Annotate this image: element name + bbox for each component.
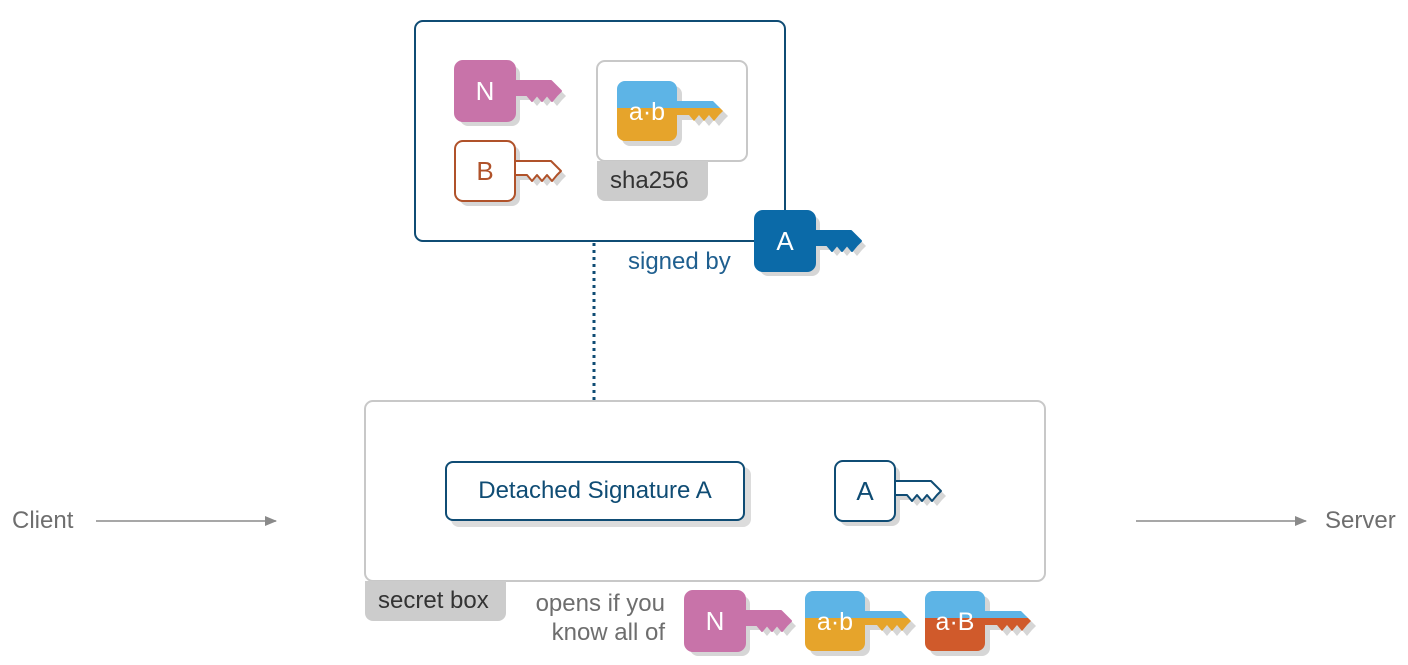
key-a-public-icon-head [834,460,896,522]
key-n-required-icon-head [684,590,746,652]
opens-text-line1: opens if you [535,590,665,617]
opens-text-line2: know all of [551,619,665,646]
sha256-tag: sha256 [597,161,708,201]
key-ab-required-icon-label: a·b [817,608,853,636]
key-n-icon-head [454,60,516,122]
server-label: Server [1325,507,1396,534]
opens-text: opens if you know all of [505,589,665,647]
key-a-public-icon-shaft [892,480,942,502]
key-b-icon: B [454,140,566,206]
key-aB-required-icon-label: a·B [936,608,975,636]
signed-by-label: signed by [628,248,731,275]
key-b-icon-letter: B [476,156,493,186]
key-a-public-icon-letter: A [856,476,874,506]
key-b-icon-head [454,140,516,202]
detached-signature-label: Detached Signature A [478,477,712,504]
key-a-signer-icon-head [754,210,816,272]
secret-box-tag: secret box [365,581,506,621]
key-ab-required-icon: a·b [805,591,916,656]
client-label: Client [12,507,74,534]
key-n-icon-letter: N [476,76,495,106]
key-a-signer-icon-letter: A [776,226,794,256]
key-b-icon-shaft [512,160,562,182]
key-n-icon: N [454,60,566,126]
key-a-public-icon: A [834,460,946,526]
key-n-icon-shaft [512,80,562,102]
key-a-signer-icon: A [754,210,866,276]
key-n-required-icon-letter: N [706,606,725,636]
key-n-required-icon: N [684,590,796,656]
detached-signature-box: Detached Signature A [445,461,745,521]
key-aB-required-icon: a·B [925,591,1036,656]
key-n-required-icon-shaft [742,610,792,632]
key-a-signer-icon-shaft [812,230,862,252]
key-ab-hashed-icon-label: a·b [629,98,665,126]
